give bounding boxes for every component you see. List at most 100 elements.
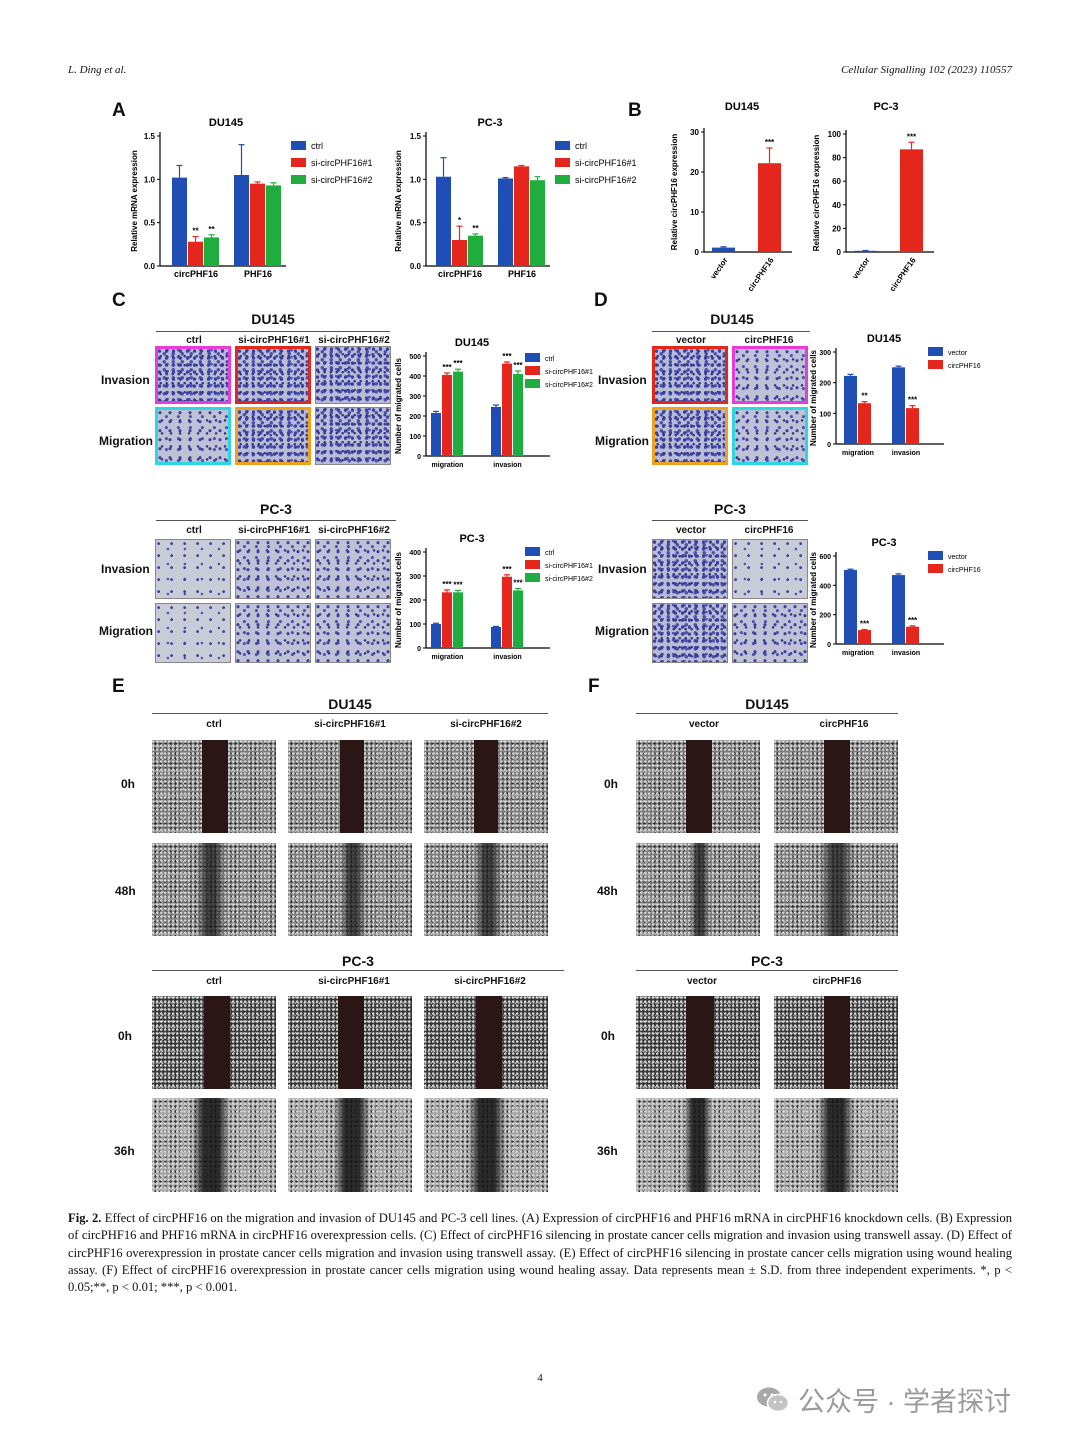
wound-image <box>424 996 548 1089</box>
micrograph <box>732 346 808 404</box>
c-pc3-col-si2: si-circPHF16#2 <box>318 525 390 536</box>
x-tick-label: circPHF16 <box>888 256 918 294</box>
y-tick-label: 200 <box>819 613 831 620</box>
micrograph <box>235 346 311 404</box>
bar <box>442 375 452 456</box>
bar <box>468 235 483 266</box>
chart-title: PC-3 <box>871 537 896 549</box>
d-du145-row-migration: Migration <box>595 434 649 448</box>
e-pc3-title: PC-3 <box>342 953 374 969</box>
d-du145-rule <box>652 331 810 332</box>
chart-title: DU145 <box>455 337 489 349</box>
legend-swatch <box>291 158 306 167</box>
page-number: 4 <box>537 1372 543 1384</box>
x-tick-label: invasion <box>892 650 920 657</box>
wound-image <box>424 740 548 833</box>
significance-label: *** <box>502 565 512 574</box>
panel-letter-b: B <box>628 100 642 121</box>
e-pc3-col-si1: si-circPHF16#1 <box>318 976 390 987</box>
y-tick-label: 0.5 <box>144 219 156 228</box>
watermark: 公众号 · 学者探讨 <box>756 1380 1011 1419</box>
f-du145-title: DU145 <box>745 696 789 712</box>
bar <box>513 374 523 456</box>
micrograph <box>315 407 391 465</box>
wound-image <box>288 996 412 1089</box>
micrograph <box>235 539 311 599</box>
bar <box>900 149 923 252</box>
micrograph <box>155 346 231 404</box>
c-du145-col-si1: si-circPHF16#1 <box>238 335 310 346</box>
e-pc3-col-si2: si-circPHF16#2 <box>454 976 526 987</box>
c-pc3-title: PC-3 <box>260 501 292 517</box>
micrograph <box>732 539 808 599</box>
legend-swatch <box>525 547 540 556</box>
d-pc3-col-vector: vector <box>675 525 706 536</box>
c-du145-row-invasion: Invasion <box>101 373 150 387</box>
micrograph <box>732 407 808 465</box>
x-tick-label: migration <box>842 650 874 657</box>
x-tick-label: circPHF16 <box>174 269 218 279</box>
figure-label: Fig. 2. <box>68 1211 102 1225</box>
d-pc3-title: PC-3 <box>714 501 746 517</box>
legend-swatch <box>928 551 943 560</box>
significance-label: *** <box>860 619 870 628</box>
d-du145-row-invasion: Invasion <box>598 373 647 387</box>
bar <box>431 624 441 648</box>
bar <box>234 175 249 266</box>
micrograph <box>155 539 231 599</box>
running-header-journal: Cellular Signalling 102 (2023) 110557 <box>841 64 1012 76</box>
micrograph <box>652 539 728 599</box>
wound-image <box>774 843 898 936</box>
y-tick-label: 200 <box>409 414 421 421</box>
c-du145-title: DU145 <box>251 311 295 327</box>
y-tick-label: 1.5 <box>410 132 422 141</box>
y-axis-label: Relative mRNA expression <box>394 150 403 252</box>
f-pc3-title: PC-3 <box>751 953 783 969</box>
f-pc3-col-vector: vector <box>686 976 717 987</box>
micrograph <box>732 603 808 663</box>
bar <box>453 592 463 648</box>
y-tick-label: 200 <box>409 598 421 605</box>
chart-title: PC-3 <box>477 117 502 129</box>
y-axis-label: Relative circPHF16 expression <box>670 134 679 251</box>
y-axis-label: Number of migrated cells <box>809 349 818 446</box>
c-pc3-col-ctrl: ctrl <box>186 525 202 536</box>
x-tick-label: migration <box>432 654 464 661</box>
significance-label: ** <box>192 227 199 236</box>
x-tick-label: invasion <box>493 462 521 469</box>
running-header-authors: L. Ding et al. <box>68 64 127 76</box>
c-du145-col-si2: si-circPHF16#2 <box>318 335 390 346</box>
legend-label: ctrl <box>545 550 555 557</box>
x-tick-label: PHF16 <box>244 269 272 279</box>
significance-label: *** <box>502 352 512 361</box>
d-pc3-row-invasion: Invasion <box>598 562 647 576</box>
bar <box>491 626 501 648</box>
y-tick-label: 20 <box>690 168 699 177</box>
bar <box>530 180 545 266</box>
panel-letter-f: F <box>588 676 600 697</box>
panel-letter-c: C <box>112 290 126 311</box>
wound-image <box>424 843 548 936</box>
wound-image <box>424 1098 548 1192</box>
y-tick-label: 100 <box>828 130 842 139</box>
d-du145-col-vector: vector <box>675 335 706 346</box>
significance-label: *** <box>908 396 918 405</box>
wound-image <box>636 740 760 833</box>
panel-letter-d: D <box>594 290 608 311</box>
legend-swatch <box>555 141 570 150</box>
bar <box>266 185 281 266</box>
bar <box>906 626 919 644</box>
bar <box>452 240 467 266</box>
f-du145-col-vector: vector <box>688 719 719 730</box>
legend-label: si-circPHF16#2 <box>311 175 373 185</box>
bar <box>906 408 919 444</box>
micrograph <box>652 407 728 465</box>
f-du145-col-circ: circPHF16 <box>819 719 869 730</box>
bar <box>250 183 265 266</box>
x-tick-label: vector <box>708 256 729 281</box>
watermark-text: 公众号 · 学者探讨 <box>798 1387 1011 1417</box>
bar <box>491 407 501 456</box>
